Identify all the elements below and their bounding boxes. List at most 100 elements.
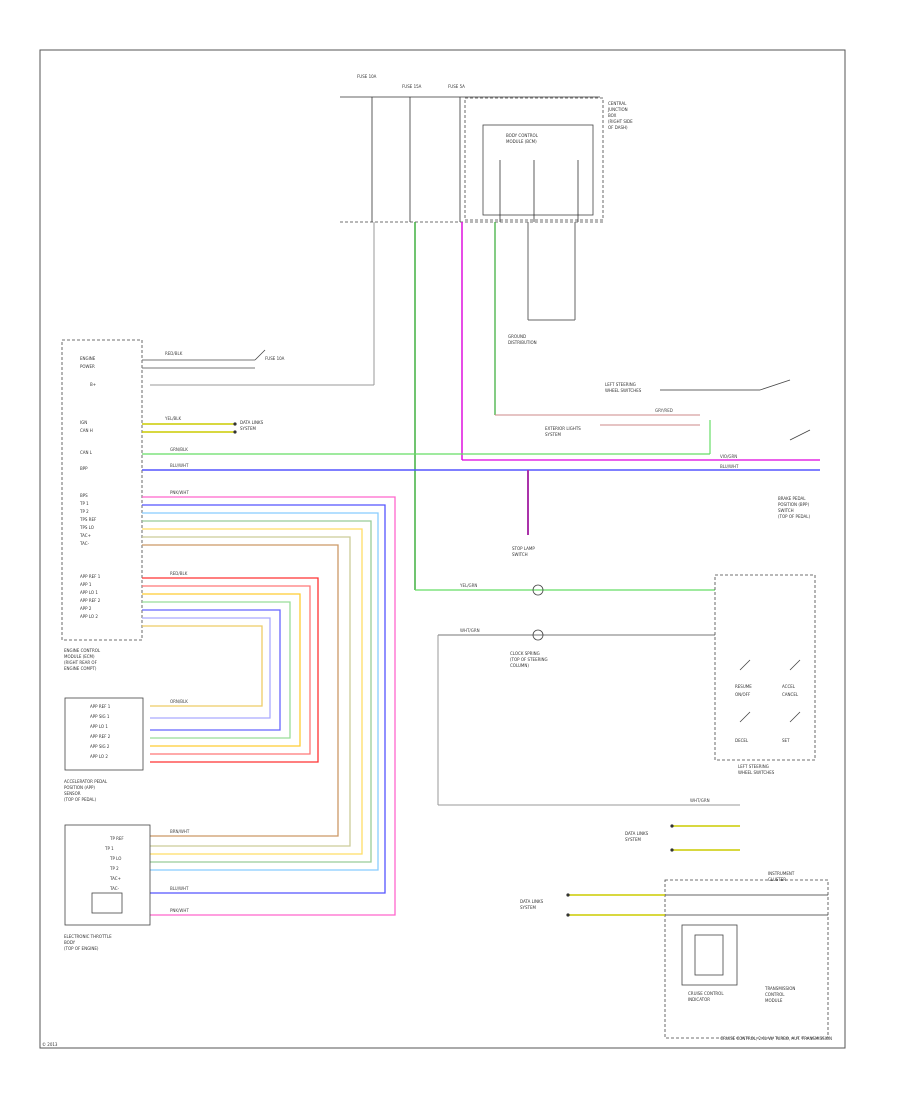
svg-text:FUSE 10A: FUSE 10A — [357, 74, 377, 79]
ecm-pin-app1: APP 1 — [80, 582, 92, 587]
tb-pin-4: TAC+ — [109, 876, 121, 881]
ecm-pin-tpslo: TPS LO — [79, 525, 94, 530]
ecm-pin-tpsref: TPS REF — [79, 517, 97, 522]
ecm-power-wires: FUSE 10A DATA LINKS SYSTEM — [142, 349, 285, 434]
ecm-pin-appref1: APP REF 1 — [80, 574, 101, 579]
ground-dist-label-1: DISTRIBUTION — [508, 340, 537, 345]
cjb-label-3: (RIGHT SIDE — [608, 119, 633, 124]
ipc-data-link-0: DATA LINKS — [625, 831, 649, 836]
ecm-pin-canl: CAN L — [80, 450, 93, 455]
clockspring-label-2: COLUMN) — [510, 663, 529, 668]
switch-resume: RESUME — [735, 684, 752, 689]
ecm-pin-bps: BPS — [80, 493, 88, 498]
wire-label-13: BLU/WHT — [170, 886, 189, 891]
fuse-label-1: FUSE 10A — [357, 74, 377, 79]
ecm-module: ENGINE POWER B+ IGN CAN H CAN L BPP BPS … — [61, 339, 143, 671]
app-pin-1: APP SIG 1 — [90, 714, 110, 719]
fuse-label-3: FUSE 5A — [448, 84, 465, 89]
ecm-pin-power: POWER — [80, 364, 95, 369]
ecm-pin-app2: APP 2 — [80, 606, 92, 611]
wire-label-10: WHT/GRN — [460, 628, 480, 633]
ecm-pin-ign: IGN — [80, 420, 87, 425]
steering-box-label-1: WHEEL SWITCHES — [738, 770, 775, 775]
wire-label-5: PNK/WHT — [170, 490, 189, 495]
ipc2-data-link-0: DATA LINKS — [520, 899, 544, 904]
accelerator-pedal-sensor: APP REF 1 APP SIG 1 APP LO 1 APP REF 2 A… — [64, 697, 144, 802]
brake-pedal-label-3: (TOP OF PEDAL) — [778, 514, 810, 519]
ecm-pin-canh: CAN H — [80, 428, 93, 433]
ecm-pin-appref2: APP REF 2 — [80, 598, 101, 603]
ipc-label-0: INSTRUMENT — [768, 871, 795, 876]
svg-text:ENGINE CONTROL MODULE (E: ENGINE CONTROL MODULE (ECM) (RIGHT REAR … — [64, 648, 101, 671]
svg-text:FUSE 5A: FUSE 5A — [448, 84, 465, 89]
throttle-label-2: (TOP OF ENGINE) — [64, 946, 99, 951]
throttle-label-1: BODY — [64, 940, 76, 945]
ext-light-label-0: EXTERIOR LIGHTS — [545, 426, 581, 431]
svg-text:FUSE 10A: FUSE 10A — [265, 356, 285, 361]
svg-text:DATA LINKS SYSTEM: DATA LINKS SYSTEM — [625, 831, 649, 842]
svg-text:TRANSMISSION CONTROL: TRANSMISSION CONTROL MODULE — [764, 986, 797, 1003]
wire-label-15: GRY/RED — [655, 408, 673, 413]
app-pin-3: APP REF 2 — [90, 734, 111, 739]
brake-pedal-label-0: BRAKE PEDAL — [778, 496, 806, 501]
tb-pin-5: TAC- — [109, 886, 120, 891]
wire-label-4: BLU/WHT — [170, 463, 189, 468]
brake-lamp-label-0: STOP LAMP — [512, 546, 535, 551]
ecm-label-1: MODULE (ECM) — [64, 654, 95, 659]
throttle-body: TP REF TP 1 TP LO TP 2 TAC+ TAC- ELECTRO… — [64, 824, 151, 951]
svg-text:BRAKE PEDAL POSITION (BP: BRAKE PEDAL POSITION (BPP) SWITCH (TOP O… — [778, 496, 810, 519]
app-pin-4: APP SIG 2 — [90, 744, 110, 749]
trans-label-0: TRANSMISSION — [764, 986, 795, 991]
clockspring-label-0: CLOCK SPRING — [510, 651, 540, 656]
clock-spring-area: CLOCK SPRING (TOP OF STEERING COLUMN) RE… — [415, 574, 816, 806]
ground-dist-label-0: GROUND — [508, 334, 526, 339]
svg-text:ACCELERATOR PEDAL POSITI: ACCELERATOR PEDAL POSITION (APP) SENSOR … — [64, 779, 108, 802]
accel-label-2: SENSOR — [64, 791, 81, 796]
tb-pin-3: TP 2 — [109, 866, 119, 871]
tb-pin-1: TP 1 — [104, 846, 114, 851]
ipc2-data-link-1: SYSTEM — [520, 905, 536, 910]
ecm-pin-tp2: TP 2 — [79, 509, 89, 514]
ecm-pin-tacm: TAC- — [79, 541, 90, 546]
wire-label-2: YEL/BLK — [164, 416, 182, 421]
cruise-lamp-label-1: INDICATOR — [688, 997, 710, 1002]
wire-label-11: ORN/BLK — [170, 699, 188, 704]
wire-label-14: PNK/WHT — [170, 908, 189, 913]
throttle-label-0: ELECTRONIC THROTTLE — [64, 934, 112, 939]
ipc-label-1: CLUSTER — [768, 877, 786, 882]
cjb-label-1: JUNCTION — [607, 107, 628, 112]
svg-text:CENTRAL JUNCTION B: CENTRAL JUNCTION BOX (RIGHT SIDE OF DASH… — [607, 101, 634, 130]
steering-box-label-0: LEFT STEERING — [738, 764, 769, 769]
ecm-label-2: (RIGHT REAR OF — [64, 660, 98, 665]
wire-label-9: YEL/GRN — [459, 583, 477, 588]
cjb-label-2: BOX — [608, 113, 617, 118]
svg-text:STOP LAMP SWITCH: STOP LAMP SWITCH — [512, 546, 536, 557]
accel-label-3: (TOP OF PEDAL) — [64, 797, 96, 802]
accel-label-0: ACCELERATOR PEDAL — [64, 779, 108, 784]
app-pin-2: APP LO 1 — [90, 724, 108, 729]
wire-label-3: GRN/BLK — [170, 447, 188, 452]
app-pin-5: APP LO 2 — [90, 754, 108, 759]
bcm-label-1: MODULE (BCM) — [506, 139, 537, 144]
diagram-frame — [39, 49, 846, 1049]
cjb-feed-wires: GROUND DISTRIBUTION — [150, 222, 576, 590]
sensor-harness — [142, 496, 396, 916]
app-pin-0: APP REF 1 — [90, 704, 111, 709]
ecm-pin-tp1: TP 1 — [79, 501, 89, 506]
switch-set: SET — [782, 738, 790, 743]
ecm-pin-b: B+ — [90, 382, 96, 387]
clockspring-label-1: (TOP OF STEERING — [510, 657, 548, 662]
data-links-label-1: SYSTEM — [240, 426, 256, 431]
cjb-label-0: CENTRAL — [608, 101, 627, 106]
footer-code: © 2013 — [42, 1042, 58, 1047]
wire-label-6: RED/BLK — [170, 571, 188, 576]
svg-text:BODY CONTROL MODULE (BCM: BODY CONTROL MODULE (BCM) — [506, 133, 539, 144]
tb-pin-0: TP REF — [109, 836, 124, 841]
svg-text:DATA LINKS SYSTEM: DATA LINKS SYSTEM — [520, 899, 544, 910]
svg-text:INSTRUMENT CLUSTER: INSTRUMENT CLUSTER — [768, 871, 796, 882]
switch-accel: ACCEL — [782, 684, 796, 689]
steering-switch-label-1: WHEEL SWITCHES — [605, 388, 642, 393]
svg-text:LEFT STEERING WHEEL SWIT: LEFT STEERING WHEEL SWITCHES — [605, 382, 642, 393]
ecm-pin-tacp: TAC+ — [79, 533, 91, 538]
switch-decel: DECEL — [735, 738, 749, 743]
